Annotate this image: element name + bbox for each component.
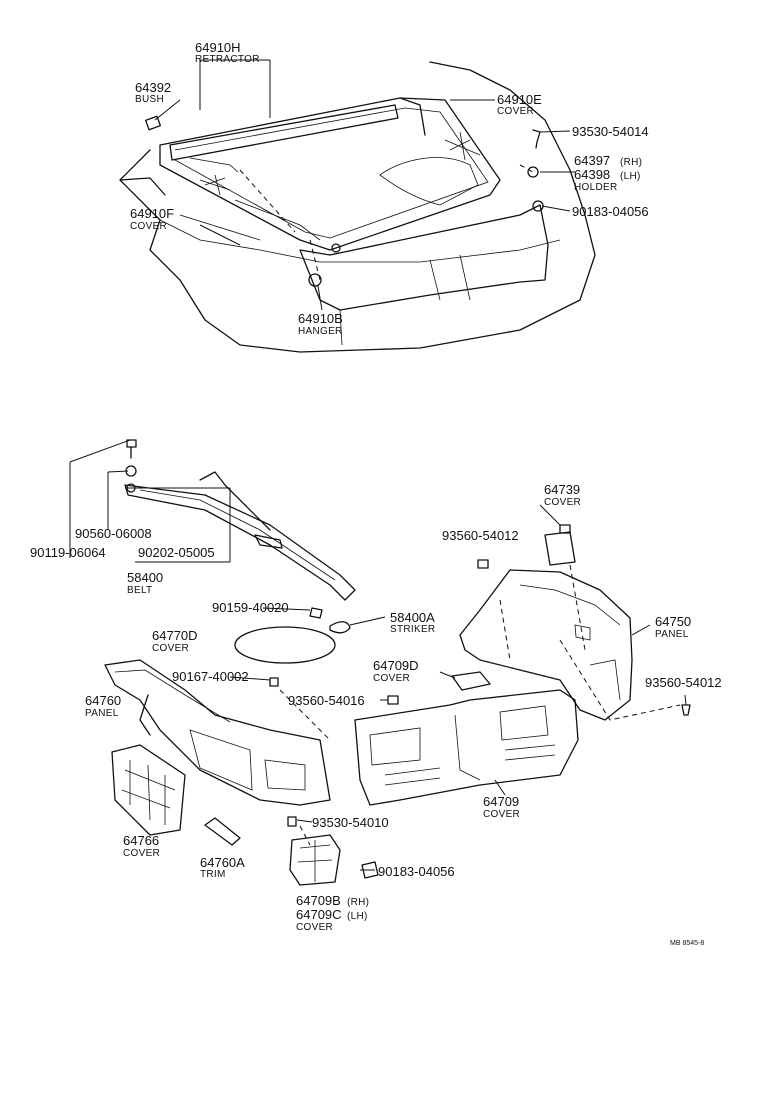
- label-cover-bottom-name: COVER: [296, 922, 333, 933]
- label-64750: 64750: [655, 614, 691, 629]
- label-64398: 64398: [574, 167, 610, 182]
- label-58400: 58400: [127, 570, 163, 585]
- label-90183-04056-bottom: 90183-04056: [378, 864, 455, 879]
- label-64910F: 64910F: [130, 206, 174, 221]
- label-93560-54016: 93560-54016: [288, 693, 365, 708]
- label-64760-name: PANEL: [85, 708, 119, 719]
- label-93560-54012-upper: 93560-54012: [442, 528, 519, 543]
- label-90202-05005: 90202-05005: [138, 545, 215, 560]
- label-93530-54014: 93530-54014: [572, 124, 649, 139]
- label-64709C-side: (LH): [347, 911, 368, 922]
- label-93530-54010: 93530-54010: [312, 815, 389, 830]
- label-64766: 64766: [123, 833, 159, 848]
- label-90560-06008: 90560-06008: [75, 526, 152, 541]
- top-leader-lines: [154, 59, 575, 311]
- label-64398-side: (LH): [620, 171, 641, 182]
- label-64397: 64397: [574, 153, 610, 168]
- label-90167-40002: 90167-40002: [172, 669, 249, 684]
- figure-reference: MB 8545-8: [670, 940, 704, 947]
- label-64709: 64709: [483, 794, 519, 809]
- label-64910B-name: HANGER: [298, 326, 343, 337]
- label-58400A: 58400A: [390, 610, 435, 625]
- label-64709B: 64709B: [296, 893, 341, 908]
- label-64760A-name: TRIM: [200, 869, 226, 880]
- label-64910E: 64910E: [497, 92, 542, 107]
- label-64392-name: BUSH: [135, 94, 164, 105]
- luggage-compartment-trim-drawing: [104, 439, 691, 886]
- label-58400-name: BELT: [127, 585, 152, 596]
- label-64709B-side: (RH): [347, 897, 369, 908]
- label-64739: 64739: [544, 482, 580, 497]
- label-64709D-name: COVER: [373, 673, 410, 684]
- label-64770D-name: COVER: [152, 643, 189, 654]
- label-64392: 64392: [135, 80, 171, 95]
- callout-labels: 64910H RETRACTOR 64392 BUSH 64910E COVER…: [30, 40, 722, 947]
- label-64760: 64760: [85, 693, 121, 708]
- bottom-leader-lines: [69, 439, 687, 871]
- label-90159-40020: 90159-40020: [212, 600, 289, 615]
- label-64760A: 64760A: [200, 855, 245, 870]
- label-holder-name: HOLDER: [574, 182, 617, 193]
- label-64709D: 64709D: [373, 658, 419, 673]
- label-90119-06064: 90119-06064: [30, 545, 106, 560]
- label-64739-name: COVER: [544, 497, 581, 508]
- label-58400A-name: STRIKER: [390, 624, 435, 635]
- label-64397-side: (RH): [620, 157, 642, 168]
- label-64709C: 64709C: [296, 907, 342, 922]
- label-64910E-name: COVER: [497, 106, 534, 117]
- label-64709-name: COVER: [483, 809, 520, 820]
- label-64750-name: PANEL: [655, 629, 689, 640]
- label-64910B: 64910B: [298, 311, 343, 326]
- label-64910F-name: COVER: [130, 221, 167, 232]
- label-64770D: 64770D: [152, 628, 198, 643]
- label-93560-54012-lower: 93560-54012: [645, 675, 722, 690]
- label-64910H-name: RETRACTOR: [195, 54, 260, 65]
- label-64766-name: COVER: [123, 848, 160, 859]
- label-64910H: 64910H: [195, 40, 241, 55]
- label-90183-04056-top: 90183-04056: [572, 204, 649, 219]
